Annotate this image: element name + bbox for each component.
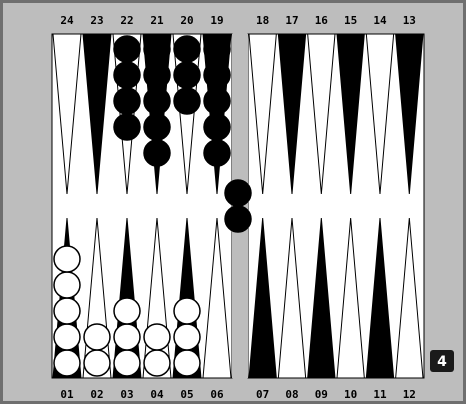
black-checker-point-22[interactable] xyxy=(114,36,140,62)
black-checker-point-21[interactable] xyxy=(144,36,170,62)
doubling-cube-value: 4 xyxy=(437,354,447,370)
black-checker-point-20[interactable] xyxy=(174,88,200,114)
white-checker-point-01[interactable] xyxy=(54,324,80,350)
white-checker-point-04[interactable] xyxy=(144,324,170,350)
white-checker-point-05[interactable] xyxy=(174,324,200,350)
point-label-16: 16 xyxy=(315,14,329,27)
black-checker-bar[interactable] xyxy=(225,180,251,206)
white-checker-point-03[interactable] xyxy=(114,298,140,324)
point-label-06: 06 xyxy=(210,388,224,401)
black-checker-point-21[interactable] xyxy=(144,140,170,166)
black-checker-bar[interactable] xyxy=(225,206,251,232)
point-label-15: 15 xyxy=(344,14,357,27)
point-label-09: 09 xyxy=(315,388,328,401)
point-label-04: 04 xyxy=(150,388,164,401)
black-checker-point-22[interactable] xyxy=(114,114,140,140)
point-label-02: 02 xyxy=(90,388,103,401)
point-label-21: 21 xyxy=(150,14,164,27)
point-label-20: 20 xyxy=(180,14,193,27)
black-checker-point-20[interactable] xyxy=(174,36,200,62)
point-label-05: 05 xyxy=(180,388,193,401)
black-checker-point-19[interactable] xyxy=(204,36,230,62)
point-label-17: 17 xyxy=(285,14,298,27)
point-label-14: 14 xyxy=(373,14,387,27)
white-checker-point-01[interactable] xyxy=(54,246,80,272)
point-label-24: 24 xyxy=(60,14,74,27)
black-checker-point-22[interactable] xyxy=(114,88,140,114)
right-half-playing-field xyxy=(248,34,424,378)
point-label-12: 12 xyxy=(403,388,416,401)
point-label-11: 11 xyxy=(373,388,387,401)
black-checker-point-22[interactable] xyxy=(114,62,140,88)
point-label-10: 10 xyxy=(344,388,357,401)
white-checker-point-04[interactable] xyxy=(144,350,170,376)
black-checker-point-19[interactable] xyxy=(204,88,230,114)
left-half-playing-field xyxy=(52,34,232,378)
point-label-07: 07 xyxy=(256,388,269,401)
white-checker-point-01[interactable] xyxy=(54,272,80,298)
black-checker-point-21[interactable] xyxy=(144,62,170,88)
black-checker-point-21[interactable] xyxy=(144,114,170,140)
point-label-08: 08 xyxy=(285,388,298,401)
white-checker-point-05[interactable] xyxy=(174,298,200,324)
white-checker-point-01[interactable] xyxy=(54,350,80,376)
point-label-18: 18 xyxy=(256,14,269,27)
black-checker-point-20[interactable] xyxy=(174,62,200,88)
white-checker-point-03[interactable] xyxy=(114,324,140,350)
white-checker-point-05[interactable] xyxy=(174,350,200,376)
black-checker-point-19[interactable] xyxy=(204,140,230,166)
white-checker-point-02[interactable] xyxy=(84,350,110,376)
point-label-23: 23 xyxy=(90,14,103,27)
point-label-03: 03 xyxy=(120,388,133,401)
point-label-01: 01 xyxy=(60,388,74,401)
black-checker-point-21[interactable] xyxy=(144,88,170,114)
black-checker-point-19[interactable] xyxy=(204,62,230,88)
point-label-13: 13 xyxy=(403,14,416,27)
white-checker-point-02[interactable] xyxy=(84,324,110,350)
black-checker-point-19[interactable] xyxy=(204,114,230,140)
white-checker-point-03[interactable] xyxy=(114,350,140,376)
white-checker-point-01[interactable] xyxy=(54,298,80,324)
point-label-19: 19 xyxy=(210,14,223,27)
point-label-22: 22 xyxy=(120,14,133,27)
